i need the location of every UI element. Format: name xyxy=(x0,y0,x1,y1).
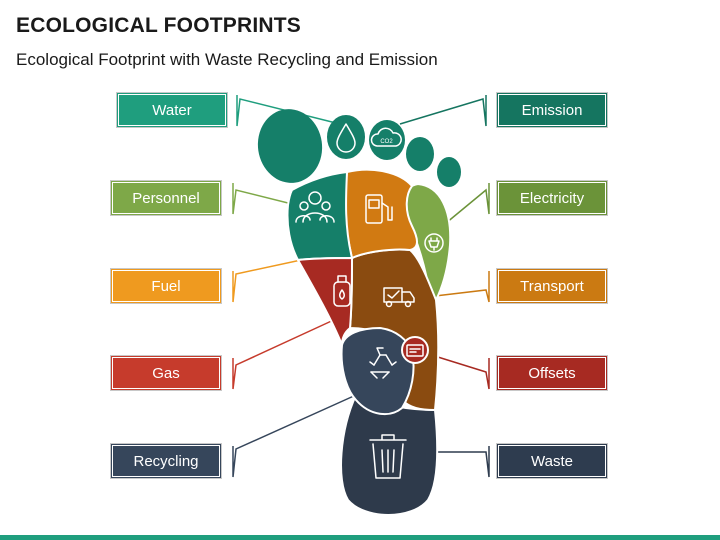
gas-cylinder-icon xyxy=(333,275,351,307)
toe-3 xyxy=(369,120,405,160)
label-electricity: Electricity xyxy=(496,180,608,216)
connector-transport xyxy=(434,271,490,303)
label-fuel: Fuel xyxy=(110,268,222,304)
label-recycling: Recycling xyxy=(110,443,222,479)
accent-bar xyxy=(0,535,720,540)
connector-electricity xyxy=(439,183,490,229)
label-transport: Transport xyxy=(496,268,608,304)
connector-emission xyxy=(399,95,487,127)
toe-5 xyxy=(437,157,461,187)
water-drop-icon xyxy=(336,123,356,153)
toes xyxy=(257,109,461,187)
segment-offsets xyxy=(401,336,429,364)
plug-icon xyxy=(424,233,444,253)
big-toe xyxy=(257,109,323,183)
co2-text: CO2 xyxy=(380,139,393,145)
fuel-pump-icon xyxy=(365,194,393,224)
page-title: ECOLOGICAL FOOTPRINTS xyxy=(16,14,301,37)
label-waste: Waste xyxy=(496,443,608,479)
connector-offsets xyxy=(424,352,490,390)
toe-4 xyxy=(406,137,434,171)
label-personnel: Personnel xyxy=(110,180,222,216)
segment-recycling xyxy=(340,326,415,416)
connector-gas xyxy=(232,317,339,390)
segment-personnel xyxy=(286,170,354,262)
people-icon xyxy=(295,191,335,223)
connector-personnel xyxy=(232,183,301,215)
offset-card-icon xyxy=(406,344,424,357)
connector-lines xyxy=(232,95,490,478)
trash-bin-icon xyxy=(369,434,407,479)
foot-segments xyxy=(286,168,452,516)
toe-2 xyxy=(327,115,365,159)
recycle-icon xyxy=(369,347,397,379)
page-subtitle: Ecological Footprint with Waste Recyclin… xyxy=(16,50,438,69)
connector-recycling xyxy=(232,394,357,478)
co2-cloud-icon xyxy=(370,127,402,147)
label-offsets: Offsets xyxy=(496,355,608,391)
label-water: Water xyxy=(116,92,228,128)
label-emission: Emission xyxy=(496,92,608,128)
connector-fuel xyxy=(232,256,316,303)
segment-fuel-pump xyxy=(343,168,418,260)
connector-waste xyxy=(430,446,490,478)
segment-heel-waste xyxy=(340,393,439,516)
label-gas: Gas xyxy=(110,355,222,391)
delivery-truck-icon xyxy=(383,287,415,308)
segment-transport xyxy=(348,248,440,412)
